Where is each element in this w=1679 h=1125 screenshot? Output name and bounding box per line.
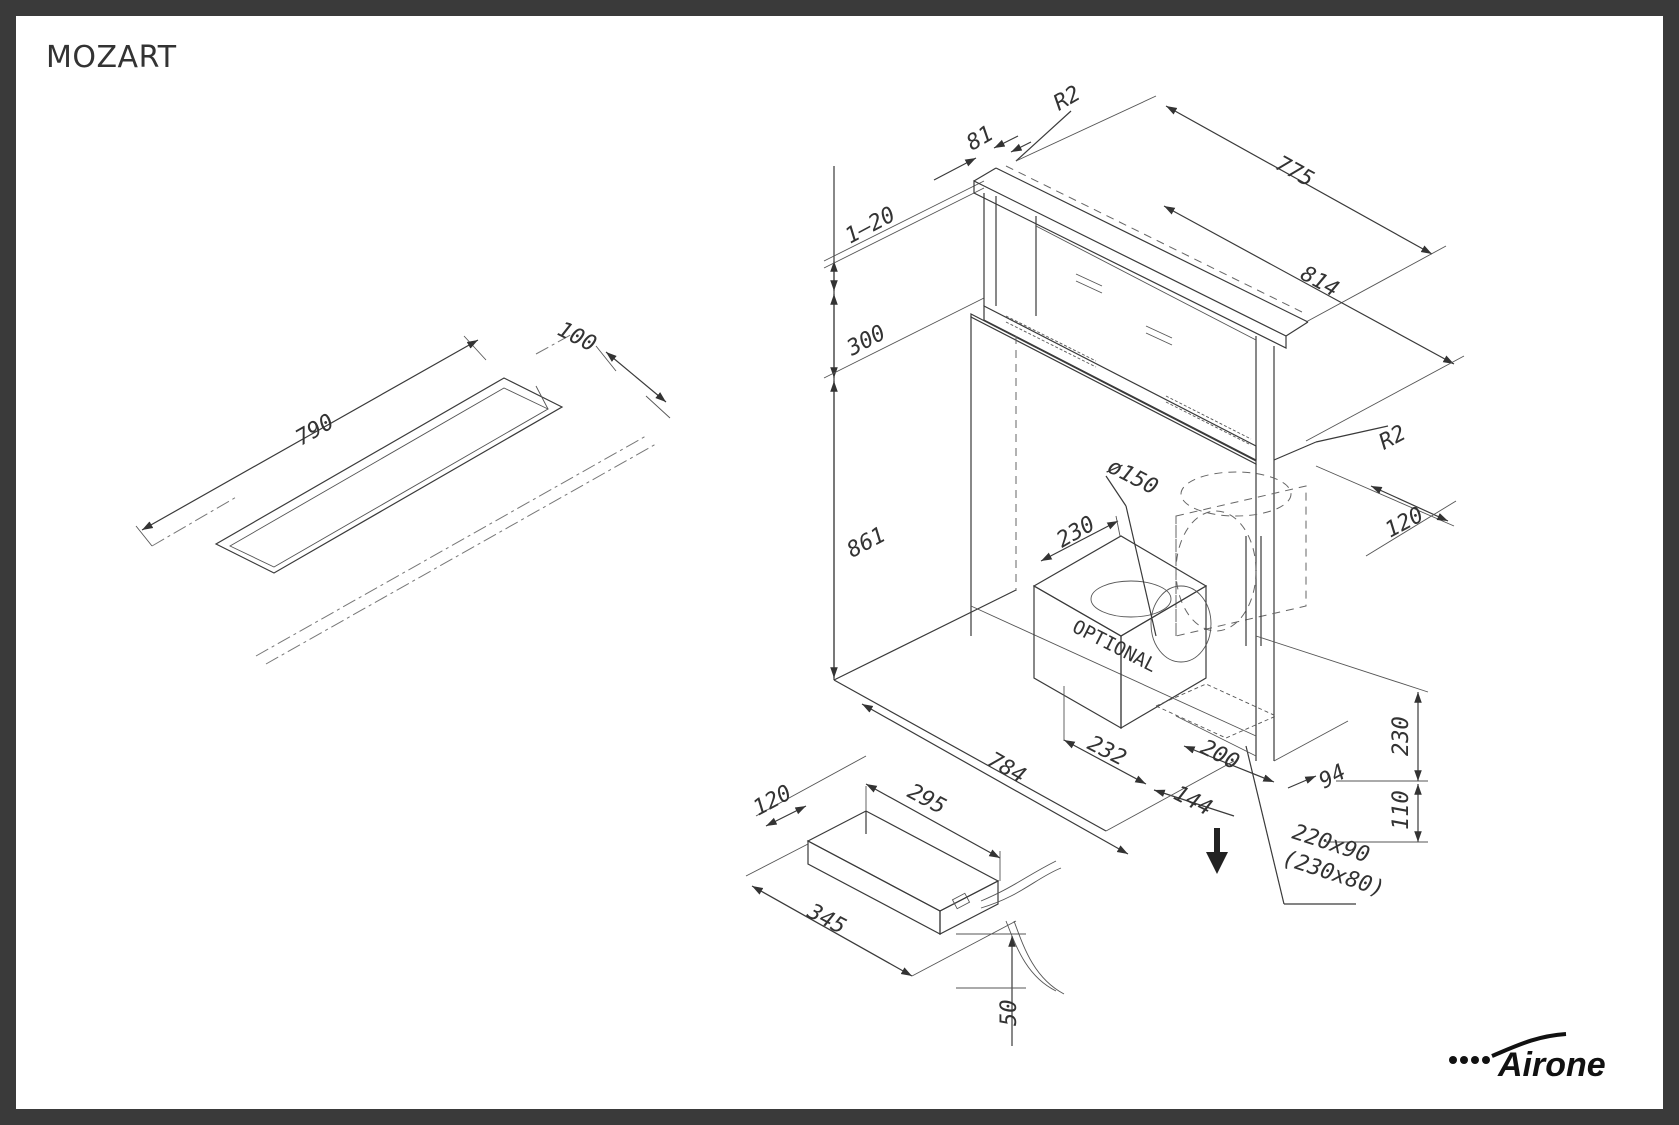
optional-label: OPTIONAL	[1069, 616, 1161, 677]
dim-r2-top: R2	[1050, 81, 1085, 116]
power-supply-drawing	[745, 755, 1065, 1046]
dim-295: 295	[903, 779, 950, 820]
grille-pattern	[1005, 315, 1252, 446]
dim-814: 814	[1296, 261, 1343, 302]
dim-232: 232	[1083, 731, 1130, 771]
dim-144: 144	[1169, 781, 1216, 821]
hob-cutout-drawing	[135, 331, 671, 665]
dim-345: 345	[802, 899, 850, 940]
dim-81: 81	[963, 121, 998, 156]
hood-unit-drawing	[823, 95, 1465, 905]
airflow-down-arrow-icon	[1206, 828, 1228, 874]
dim-110-height: 110	[1389, 790, 1414, 830]
dim-861: 861	[843, 523, 890, 564]
dim-230-height: 230	[1389, 716, 1414, 756]
drawing-sheet: MOZART 790 100	[16, 16, 1663, 1109]
dim-r2-side: R2	[1375, 421, 1410, 456]
dim-1-20: 1–20	[841, 202, 900, 249]
dim-100: 100	[553, 317, 600, 357]
dim-diameter-150: ø150	[1103, 454, 1162, 500]
dim-300: 300	[842, 321, 890, 362]
dim-50: 50	[997, 1000, 1022, 1027]
technical-drawing: 790 100	[135, 81, 1606, 1084]
dim-230-outlet: 230	[1053, 512, 1100, 554]
dim-790: 790	[292, 410, 339, 452]
dim-94: 94	[1315, 760, 1350, 795]
dim-784: 784	[983, 748, 1030, 790]
airone-logo-icon	[1449, 1032, 1567, 1064]
page-title: MOZART	[46, 40, 177, 75]
brand-logo-text: Airone	[1497, 1046, 1606, 1084]
